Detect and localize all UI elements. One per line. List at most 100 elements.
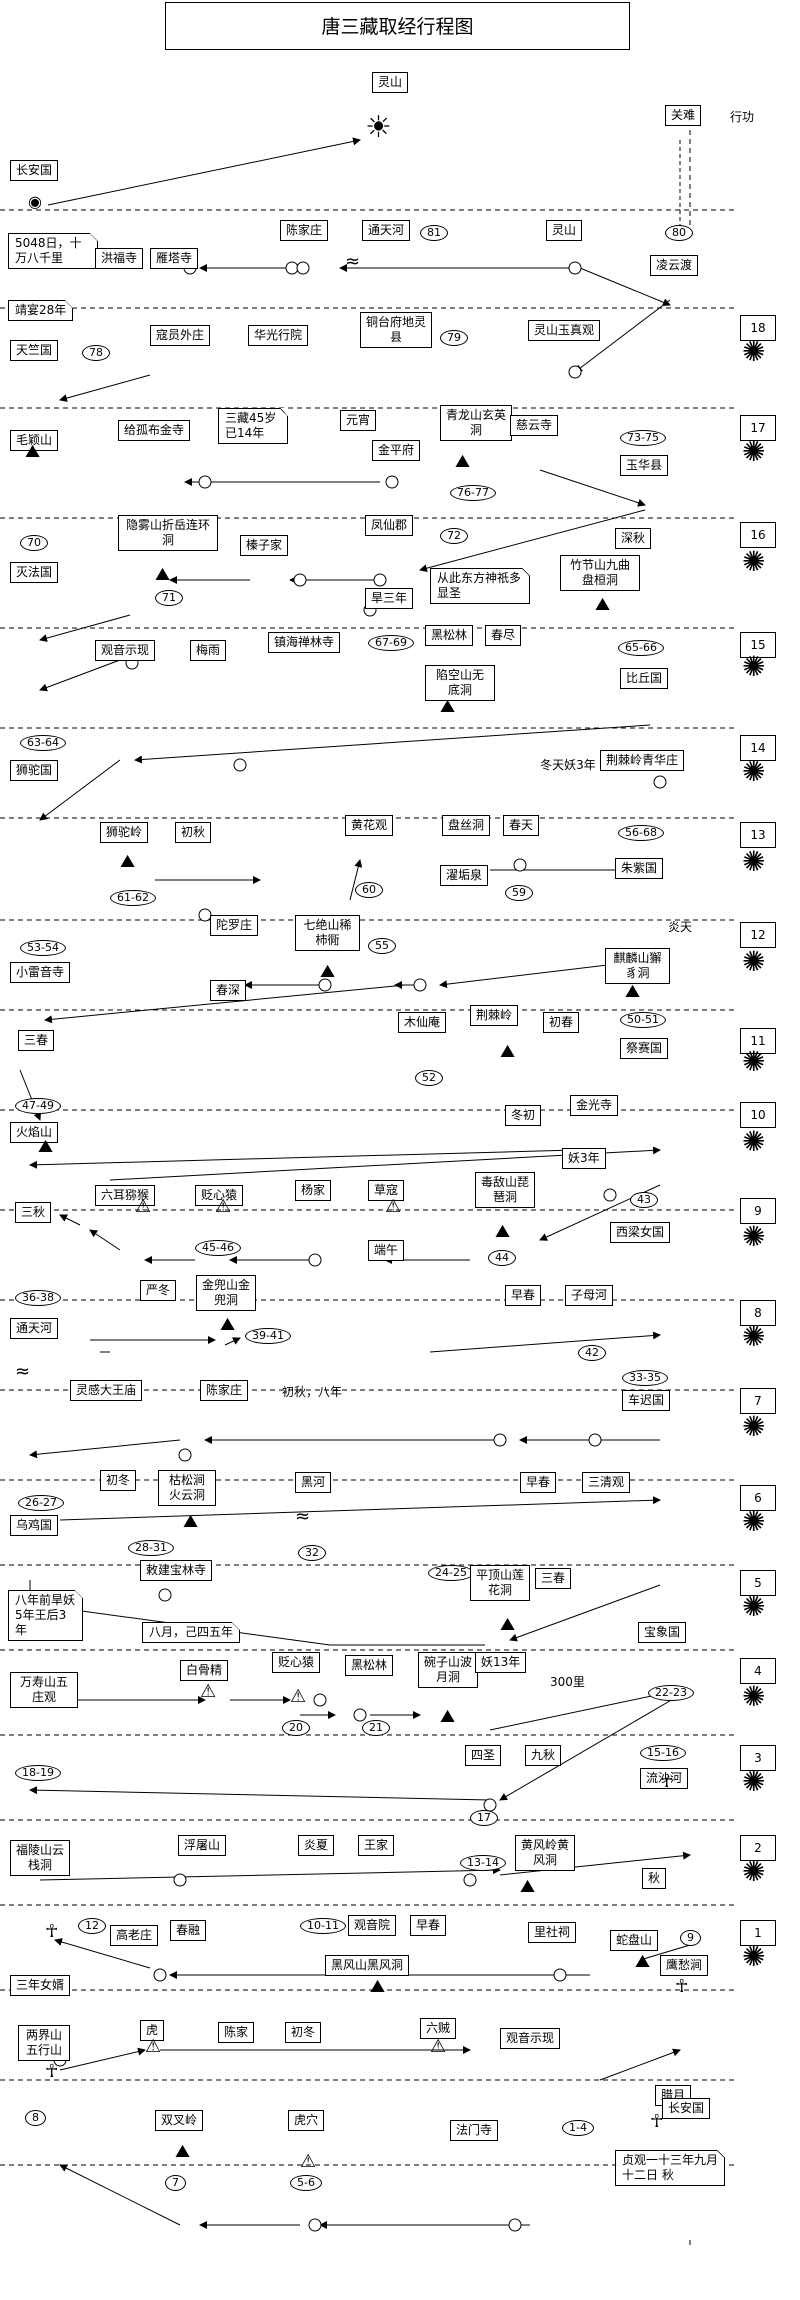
- num-76-77: 76-77: [450, 485, 496, 501]
- pilgrim-icon: ☥: [650, 2111, 664, 2132]
- wanshou: 万寿山五庄观: [10, 1672, 78, 1708]
- river-icon: ≈: [15, 1361, 31, 1382]
- sun-wheel-icon: ✺: [742, 1505, 766, 1538]
- linggan: 灵感大王庙: [70, 1380, 143, 1401]
- tongtianhe-top: 通天河: [362, 220, 411, 241]
- pilgrim-icon: ☥: [675, 1976, 689, 1997]
- num-45-46: 45-46: [195, 1240, 241, 1256]
- huaguang: 华光行院: [248, 325, 309, 346]
- zhenguan-28: 靖宴28年: [8, 300, 74, 321]
- num-59: 59: [505, 885, 533, 901]
- num-50-51: 50-51: [620, 1012, 666, 1028]
- num-43: 43: [630, 1192, 658, 1208]
- note-5048: 5048日，十万八千里: [8, 233, 98, 269]
- banian: 八年前旱妖5年王后3年: [8, 1590, 83, 1641]
- congci: 从此东方神祇多显圣: [430, 568, 530, 604]
- num-8: 8: [25, 2110, 46, 2126]
- num-22-23: 22-23: [648, 1685, 694, 1701]
- num-44: 44: [488, 1250, 516, 1266]
- xiaoleiyin: 小雷音寺: [10, 962, 71, 983]
- yinxin-4: 贬心猿: [272, 1652, 321, 1673]
- mountain-icon: ⛰: [495, 1221, 511, 1242]
- dudi: 毒敌山琵琶洞: [475, 1172, 535, 1208]
- pilgrim-icon: ☥: [45, 2061, 59, 2082]
- num-72: 72: [440, 528, 468, 544]
- zhujie: 竹节山九曲盘桓洞: [560, 555, 640, 591]
- sun-wheel-icon: ✺: [742, 1940, 766, 1973]
- num-52: 52: [415, 1070, 443, 1086]
- mountain-icon: ⛰: [500, 1614, 516, 1635]
- sun-wheel-icon: ✺: [742, 1125, 766, 1158]
- sun-wheel-icon: ✺: [742, 1410, 766, 1443]
- demon-icon: ⚠: [385, 1196, 402, 1217]
- zhuzi: 朱紫国: [615, 858, 664, 879]
- num-63-64: 63-64: [20, 735, 66, 751]
- tongtaifu: 铜台府地灵县: [360, 312, 432, 348]
- num-26-27: 26-27: [18, 1495, 64, 1511]
- caokou: 草寇: [368, 1180, 405, 1201]
- tuoluo: 陀罗庄: [210, 915, 259, 936]
- ciyun: 慈云寺: [510, 415, 559, 436]
- huoyan: 火焰山: [10, 1122, 59, 1143]
- yantian: 炎天: [668, 920, 693, 934]
- num-56-68: 56-68: [618, 825, 664, 841]
- chunrong: 春融: [170, 1920, 207, 1941]
- jisai: 祭赛国: [620, 1038, 669, 1059]
- stage-7: 7: [740, 1388, 776, 1414]
- mountain-icon: ⛰: [25, 441, 41, 462]
- stage-18: 18: [740, 315, 776, 341]
- dongchu: 冬初: [505, 1105, 542, 1126]
- qijue: 七绝山稀柿衕: [295, 915, 360, 951]
- maoying: 毛颖山: [10, 430, 59, 451]
- yanta-temple: 雁塔寺: [150, 248, 199, 269]
- xiliang: 西梁女国: [610, 1222, 671, 1243]
- mountain-icon: ⛰: [440, 1706, 456, 1727]
- stage-1: 1: [740, 1920, 776, 1946]
- zhezijia: 榛子家: [240, 535, 289, 556]
- demon-icon: ⚠: [300, 2151, 317, 2172]
- liuzei: 六贼: [420, 2018, 457, 2039]
- mountain-icon: ⛰: [155, 564, 171, 585]
- hansannian: 旱三年: [365, 588, 414, 609]
- duanwu: 端午: [368, 1240, 405, 1261]
- sun-wheel-icon: ✺: [742, 755, 766, 788]
- lingyundu: 凌云渡: [650, 255, 699, 276]
- yao-13nian: 妖13年: [475, 1652, 527, 1673]
- river-icon: ≈: [345, 251, 361, 272]
- sun-wheel-icon: ✺: [742, 650, 766, 683]
- chenjiazhuang-top: 陈家庄: [280, 220, 329, 241]
- zimu: 子母河: [565, 1285, 614, 1306]
- qinglong: 青龙山玄英洞: [440, 405, 512, 441]
- stage-8: 8: [740, 1300, 776, 1326]
- mountain-icon: ⛰: [500, 1041, 516, 1062]
- yanxia: 炎夏: [298, 1835, 335, 1856]
- chijian: 敕建宝林寺: [140, 1560, 213, 1581]
- num-18-19: 18-19: [15, 1765, 61, 1781]
- stage-17: 17: [740, 415, 776, 441]
- stage-2: 2: [740, 1835, 776, 1861]
- jigudu: 给孤布金寺: [118, 420, 191, 441]
- sanqiu: 三秋: [15, 1202, 52, 1223]
- mountain-icon: ⛰: [635, 1951, 651, 1972]
- num-47-49: 47-49: [15, 1098, 61, 1114]
- mountain-icon: ⛰: [440, 696, 456, 717]
- mountain-icon: ⛰: [625, 981, 641, 1002]
- heihe: 黑河: [295, 1472, 332, 1493]
- mountain-icon: ⛰: [220, 1314, 236, 1335]
- shenqiu: 深秋: [615, 528, 652, 549]
- sun-wheel-icon: ✺: [742, 1855, 766, 1888]
- dongtian-yao: 冬天妖3年: [540, 758, 596, 772]
- zhenguan-13: 贞观一十三年九月十二日 秋: [615, 2150, 725, 2186]
- mountain-icon: ⛰: [520, 1876, 536, 1897]
- sanchun-5: 三春: [535, 1568, 572, 1589]
- stage-11: 11: [740, 1028, 776, 1054]
- mountain-icon: ⛰: [595, 594, 611, 615]
- stage-16: 16: [740, 522, 776, 548]
- wangjia: 王家: [358, 1835, 395, 1856]
- sun-wheel-icon: ✺: [742, 845, 766, 878]
- gaolao: 高老庄: [110, 1925, 159, 1946]
- chuchun: 初春: [543, 1012, 580, 1033]
- chunjin: 春尽: [485, 625, 522, 646]
- bayue: 八月，己四五年: [142, 1622, 241, 1643]
- jindou: 金兜山金兜洞: [196, 1275, 256, 1311]
